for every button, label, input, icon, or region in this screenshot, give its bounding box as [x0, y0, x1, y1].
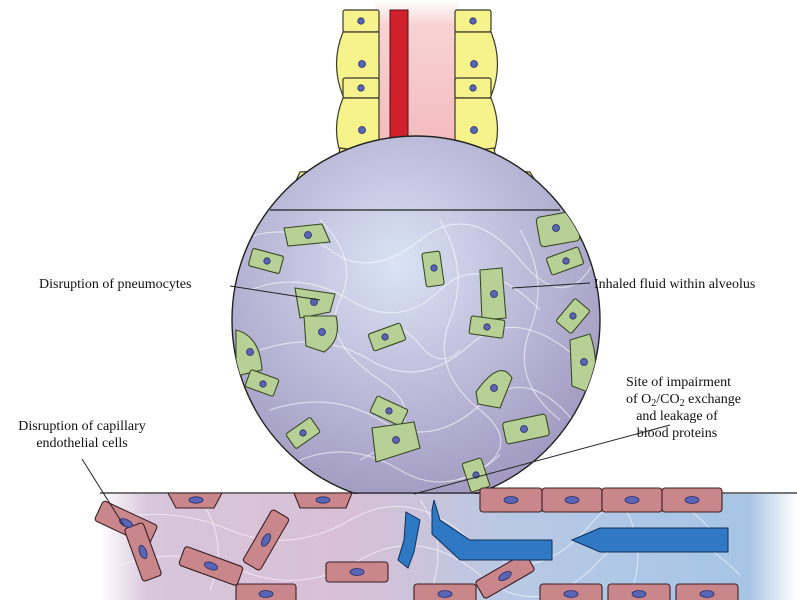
site-line-1: Site of impairment [626, 374, 728, 391]
site-line-4: blood proteins [626, 425, 728, 442]
capillary-line-2: endothelial cells [2, 435, 162, 452]
site-line-2: of O2/CO2 exchange [626, 391, 728, 408]
capillary-endothelial-label: Disruption of capillary endothelial cell… [2, 418, 162, 452]
capillary-line-1: Disruption of capillary [2, 418, 162, 435]
site-line-3: and leakage of [626, 408, 728, 425]
gas-exchange-impairment-label: Site of impairment of O2/CO2 exchange an… [626, 374, 728, 442]
inhaled-fluid-label: Inhaled fluid within alveolus [594, 276, 755, 293]
blood-flow-arrow [572, 528, 728, 552]
pneumocytes-label: Disruption of pneumocytes [39, 276, 191, 293]
